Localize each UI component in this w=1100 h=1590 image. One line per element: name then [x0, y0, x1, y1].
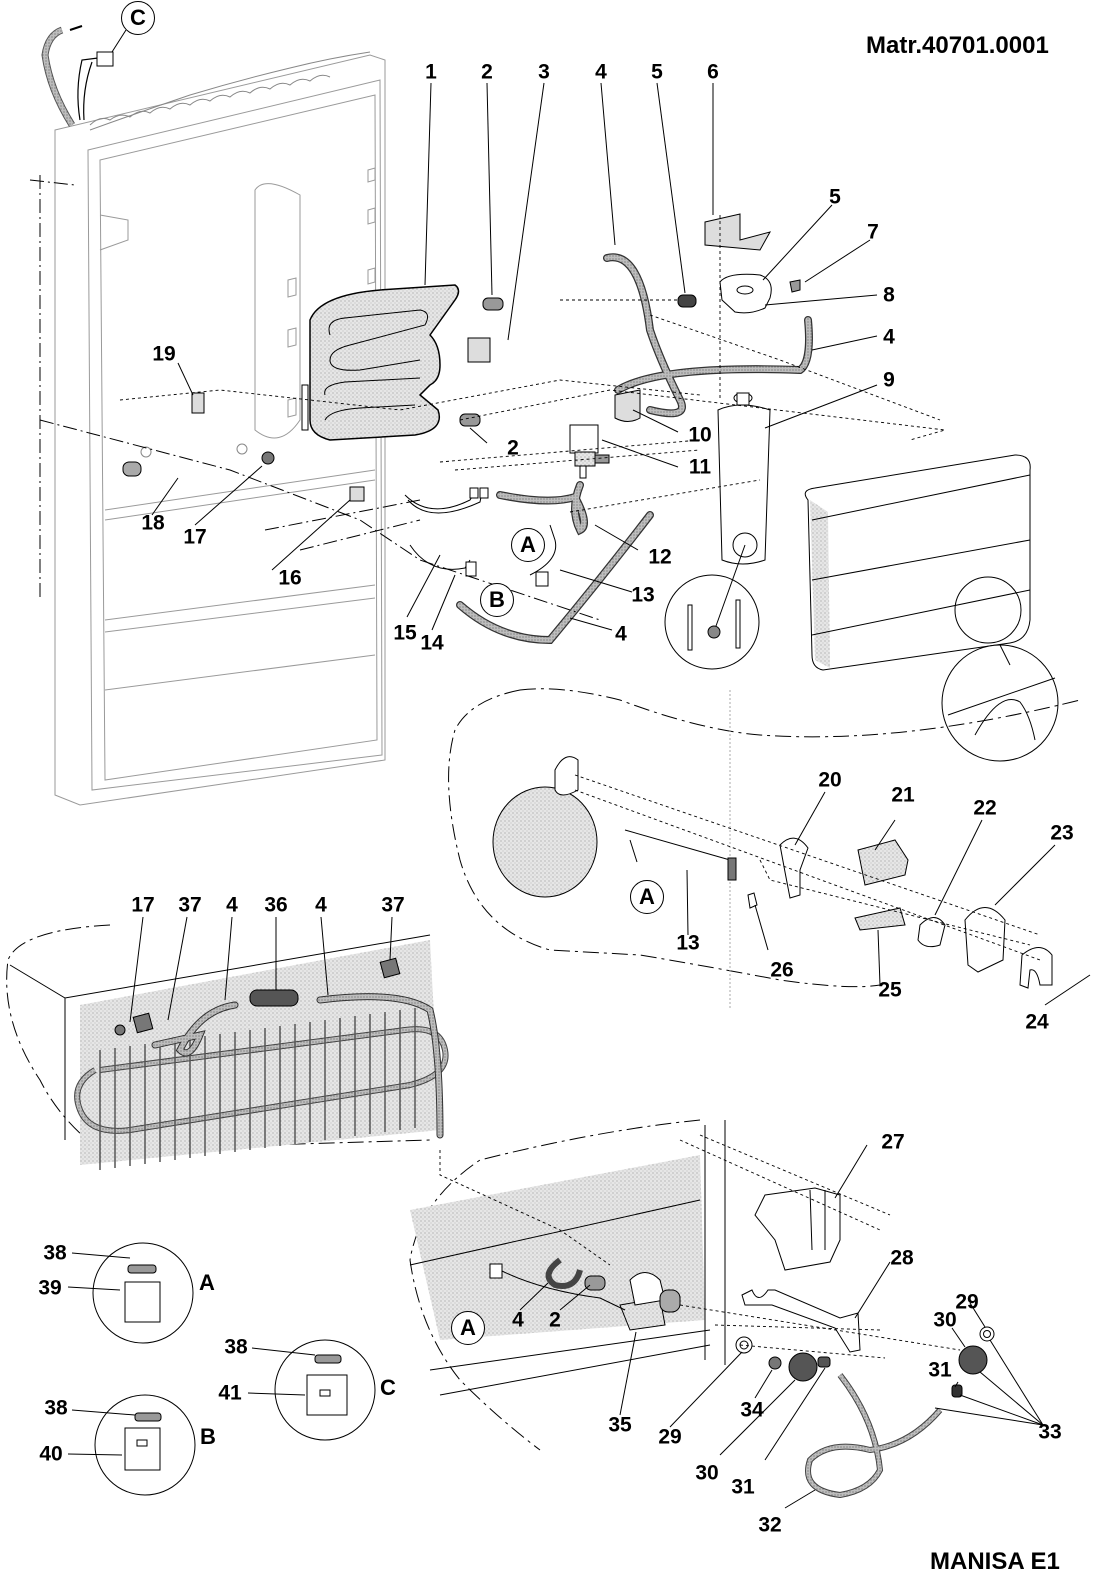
part-label-29b: 29	[658, 1425, 682, 1449]
part-label-26: 26	[770, 958, 794, 982]
part-label-18: 18	[141, 511, 165, 535]
connector-callout-b: B	[480, 583, 514, 617]
dispenser-parts	[492, 756, 1053, 989]
part-label-31: 31	[928, 1358, 952, 1382]
water-tubes	[456, 253, 813, 645]
support-bracket	[741, 1289, 861, 1353]
part-label-38: 38	[43, 1241, 67, 1265]
part-label-38b: 38	[224, 1335, 248, 1359]
part-label-39: 39	[38, 1276, 62, 1300]
part-label-24: 24	[1025, 1010, 1049, 1034]
part-label-2c: 2	[549, 1308, 561, 1332]
part-label-11: 11	[688, 455, 712, 479]
model-name: MANISA E1	[930, 1548, 1060, 1575]
part-label-30b: 30	[695, 1461, 719, 1485]
water-filter-cartridge	[717, 392, 771, 565]
dispenser-region-outline	[448, 688, 1081, 988]
part-label-37: 37	[178, 893, 202, 917]
evaporator-plate	[301, 284, 460, 441]
part-label-2b: 2	[507, 436, 519, 460]
part-label-4f: 4	[512, 1308, 524, 1332]
part-label-20: 20	[818, 768, 842, 792]
part-label-5: 5	[651, 60, 663, 84]
detail-letter-b: B	[200, 1424, 216, 1449]
connector-detail-c	[274, 1339, 376, 1441]
condenser-region-outline	[6, 924, 431, 1151]
fridge-door	[54, 51, 386, 806]
connector-callout-a-valve: A	[451, 1311, 485, 1345]
wiring-harnesses	[404, 487, 557, 587]
ice-box-cover	[754, 1187, 841, 1271]
part-label-17: 17	[183, 525, 207, 549]
part-label-4d: 4	[226, 893, 238, 917]
part-label-30: 30	[933, 1308, 957, 1332]
connector-callout-a: A	[511, 528, 545, 562]
part-label-13: 13	[631, 583, 655, 607]
tube-coupling	[249, 989, 299, 1007]
part-label-15: 15	[393, 621, 417, 645]
part-label-9: 9	[883, 368, 895, 392]
part-label-6: 6	[707, 60, 719, 84]
part-label-16: 16	[278, 566, 302, 590]
part-label-34: 34	[740, 1398, 764, 1422]
part-label-28: 28	[890, 1246, 914, 1270]
filter-head	[719, 273, 801, 314]
part-label-22: 22	[973, 796, 997, 820]
part-label-23: 23	[1050, 821, 1074, 845]
connector-callout-c: C	[121, 1, 155, 35]
part-label-36: 36	[264, 893, 288, 917]
hose-fittings	[735, 1326, 995, 1398]
part-label-4e: 4	[315, 893, 327, 917]
part-label-12: 12	[648, 545, 672, 569]
leader-lines	[129, 82, 1091, 1509]
part-label-40: 40	[39, 1442, 63, 1466]
part-label-25: 25	[878, 978, 902, 1002]
dispenser-guide-lines	[574, 774, 1041, 961]
part-label-27: 27	[881, 1130, 905, 1154]
mounting-brackets	[191, 213, 772, 502]
connector-detail-b	[94, 1394, 196, 1496]
assembly-guide-lines	[119, 215, 946, 513]
part-label-29: 29	[955, 1290, 979, 1314]
part-label-8: 8	[883, 283, 895, 307]
part-label-3: 3	[538, 60, 550, 84]
part-label-14: 14	[420, 631, 444, 655]
valve-region-outline	[409, 1119, 701, 1451]
part-label-19: 19	[152, 342, 176, 366]
part-label-37b: 37	[381, 893, 405, 917]
part-label-5b: 5	[829, 185, 841, 209]
valve-guide-lines	[439, 1134, 961, 1359]
part-label-38c: 38	[44, 1396, 68, 1420]
water-tank	[804, 454, 1031, 671]
connector-callout-a-dispenser: A	[630, 880, 664, 914]
water-inlet-valve	[584, 1272, 681, 1331]
solenoid-valve	[569, 424, 610, 479]
condenser-tubes	[151, 993, 444, 1139]
part-label-31b: 31	[731, 1475, 755, 1499]
detail-letter-a: A	[199, 1270, 215, 1295]
assembly-guide-lines-long	[39, 419, 601, 621]
part-label-17b: 17	[131, 893, 155, 917]
part-label-4: 4	[595, 60, 607, 84]
model-code: Matr.40701.0001	[866, 32, 1049, 59]
part-label-13b: 13	[676, 931, 700, 955]
part-label-41: 41	[218, 1381, 242, 1405]
detail-letter-c: C	[380, 1375, 396, 1400]
part-label-7: 7	[867, 220, 879, 244]
part-label-21: 21	[891, 783, 915, 807]
part-label-10: 10	[688, 423, 712, 447]
part-label-32: 32	[758, 1513, 782, 1537]
part-label-1: 1	[425, 60, 437, 84]
part-label-4b: 4	[883, 325, 895, 349]
part-label-2: 2	[481, 60, 493, 84]
connector-detail-a	[92, 1242, 194, 1344]
part-label-33: 33	[1038, 1420, 1062, 1444]
part-label-35: 35	[608, 1413, 632, 1437]
part-label-4c: 4	[615, 622, 627, 646]
